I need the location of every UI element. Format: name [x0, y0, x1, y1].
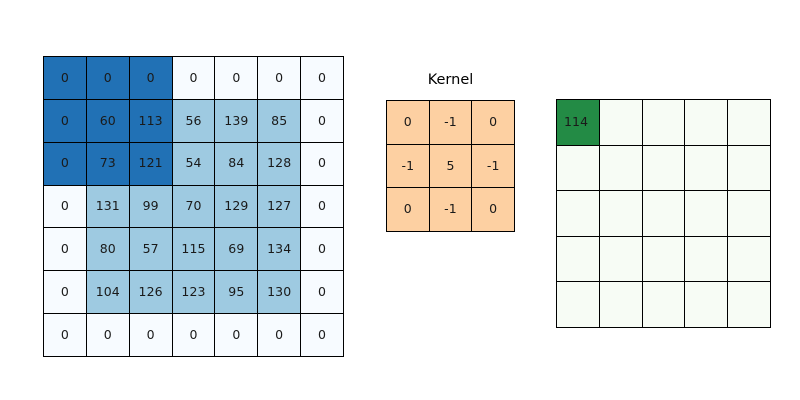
output-matrix-cell-r3-c1: [599, 236, 643, 283]
input-matrix-cell-r4-c1: 80: [86, 228, 130, 272]
input-matrix-cell-r2-c5: 128: [258, 142, 302, 186]
input-matrix-cell-r1-c3: 56: [172, 99, 216, 143]
output-matrix-cell-r4-c3: [685, 282, 729, 328]
input-matrix-cell-r4-c3: 115: [172, 228, 216, 272]
input-matrix-cell-r4-c4: 69: [215, 228, 259, 272]
kernel-matrix-cell-r2-c1: -1: [429, 188, 473, 232]
input-matrix-cell-r0-c2: 0: [129, 57, 173, 100]
output-matrix-cell-r4-c2: [642, 282, 686, 328]
output-matrix-cell-r0-c3: [685, 100, 729, 146]
output-matrix-cell-r4-c0: [557, 282, 600, 328]
input-matrix-cell-r1-c4: 139: [215, 99, 259, 143]
input-matrix-cell-r3-c5: 127: [258, 185, 302, 229]
input-matrix-cell-r2-c1: 73: [86, 142, 130, 186]
input-matrix-cell-r5-c3: 123: [172, 271, 216, 315]
kernel-title: Kernel: [427, 72, 474, 88]
input-matrix-cell-r5-c5: 130: [258, 271, 302, 315]
output-matrix: 114: [556, 99, 771, 328]
input-matrix-cell-r5-c1: 104: [86, 271, 130, 315]
kernel-matrix-cell-r0-c2: 0: [472, 101, 515, 145]
input-matrix-cell-r0-c4: 0: [215, 57, 259, 100]
input-matrix-cell-r5-c4: 95: [215, 271, 259, 315]
output-matrix-cell-r0-c2: [642, 100, 686, 146]
input-matrix-cell-r5-c6: 0: [301, 271, 344, 315]
output-matrix-cell-r1-c4: [728, 145, 771, 192]
input-matrix-cell-r1-c5: 85: [258, 99, 302, 143]
input-matrix-cell-r0-c3: 0: [172, 57, 216, 100]
kernel-matrix-cell-r1-c0: -1: [387, 144, 430, 189]
input-matrix-cell-r6-c0: 0: [44, 314, 87, 357]
output-matrix-cell-r3-c0: [557, 236, 600, 283]
input-matrix-cell-r3-c0: 0: [44, 185, 87, 229]
input-matrix-cell-r1-c6: 0: [301, 99, 344, 143]
input-matrix-cell-r6-c1: 0: [86, 314, 130, 357]
output-matrix-cell-r1-c1: [599, 145, 643, 192]
input-matrix-cell-r4-c2: 57: [129, 228, 173, 272]
output-matrix-cell-r2-c3: [685, 191, 729, 237]
input-matrix-cell-r3-c6: 0: [301, 185, 344, 229]
input-matrix-cell-r6-c3: 0: [172, 314, 216, 357]
input-matrix-cell-r6-c5: 0: [258, 314, 302, 357]
input-matrix-cell-r6-c6: 0: [301, 314, 344, 357]
output-matrix-cell-r3-c3: [685, 236, 729, 283]
output-matrix-cell-r0-c4: [728, 100, 771, 146]
input-matrix-cell-r2-c2: 121: [129, 142, 173, 186]
output-matrix-cell-r4-c4: [728, 282, 771, 328]
output-matrix-cell-r2-c2: [642, 191, 686, 237]
output-matrix-cell-r0-c1: [599, 100, 643, 146]
input-matrix-cell-r3-c1: 131: [86, 185, 130, 229]
kernel-matrix-cell-r0-c1: -1: [429, 101, 473, 145]
output-matrix-cell-r3-c2: [642, 236, 686, 283]
kernel-matrix-cell-r2-c2: 0: [472, 188, 515, 232]
output-matrix-cell-r4-c1: [599, 282, 643, 328]
output-matrix-cell-r2-c4: [728, 191, 771, 237]
input-matrix-cell-r4-c6: 0: [301, 228, 344, 272]
kernel-matrix-cell-r1-c2: -1: [472, 144, 515, 189]
output-matrix-cell-r3-c4: [728, 236, 771, 283]
input-matrix-cell-r2-c4: 84: [215, 142, 259, 186]
input-matrix-cell-r4-c5: 134: [258, 228, 302, 272]
input-matrix-cell-r1-c0: 0: [44, 99, 87, 143]
input-matrix-cell-r6-c4: 0: [215, 314, 259, 357]
input-matrix-cell-r0-c5: 0: [258, 57, 302, 100]
output-matrix-cell-r2-c0: [557, 191, 600, 237]
input-matrix-cell-r2-c0: 0: [44, 142, 87, 186]
input-matrix-cell-r1-c1: 60: [86, 99, 130, 143]
kernel-matrix-cell-r1-c1: 5: [429, 144, 473, 189]
input-matrix-cell-r5-c2: 126: [129, 271, 173, 315]
output-matrix-cell-r1-c3: [685, 145, 729, 192]
input-matrix-cell-r3-c4: 129: [215, 185, 259, 229]
input-matrix-cell-r0-c6: 0: [301, 57, 344, 100]
input-matrix-cell-r4-c0: 0: [44, 228, 87, 272]
kernel-matrix-cell-r2-c0: 0: [387, 188, 430, 232]
kernel-matrix-cell-r0-c0: 0: [387, 101, 430, 145]
input-matrix-cell-r0-c0: 0: [44, 57, 87, 100]
output-matrix-cell-r1-c2: [642, 145, 686, 192]
input-matrix-cell-r1-c2: 113: [129, 99, 173, 143]
output-matrix-cell-r2-c1: [599, 191, 643, 237]
input-matrix-cell-r0-c1: 0: [86, 57, 130, 100]
input-matrix-cell-r2-c3: 54: [172, 142, 216, 186]
output-matrix-cell-r0-c0: 114: [557, 100, 600, 146]
input-matrix-cell-r2-c6: 0: [301, 142, 344, 186]
input-matrix-cell-r3-c2: 99: [129, 185, 173, 229]
input-matrix-cell-r3-c3: 70: [172, 185, 216, 229]
output-matrix-cell-r1-c0: [557, 145, 600, 192]
input-matrix-cell-r5-c0: 0: [44, 271, 87, 315]
input-matrix-cell-r6-c2: 0: [129, 314, 173, 357]
